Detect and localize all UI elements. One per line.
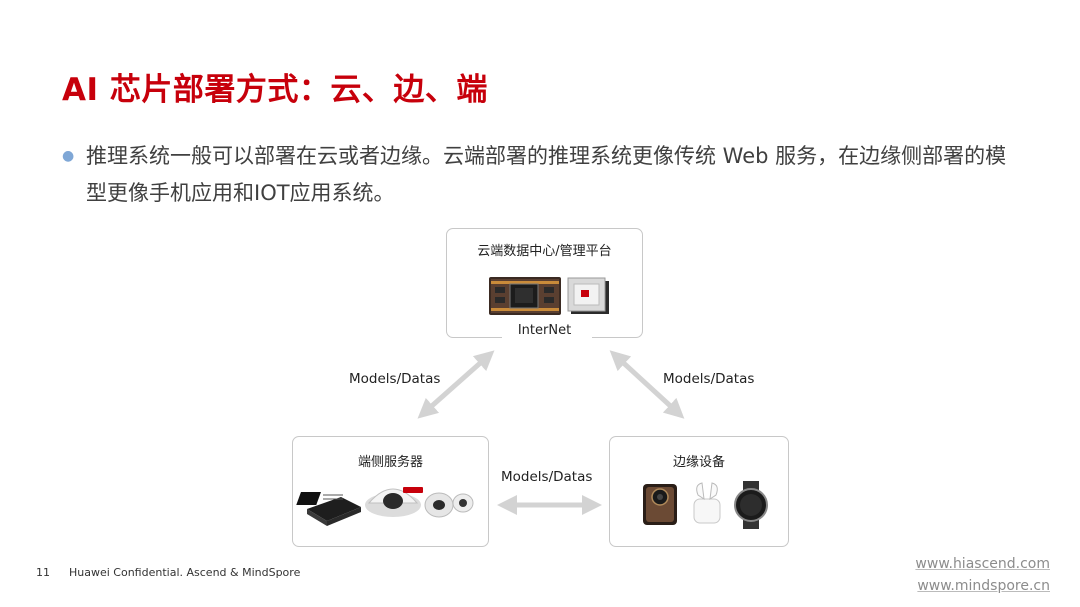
footer-link-hiascend[interactable]: www.hiascend.com <box>915 556 1050 572</box>
smartwatch-icon <box>734 481 768 529</box>
slide-title: AI 芯片部署方式：云、边、端 <box>62 72 488 108</box>
confidential-footer: Huawei Confidential. Ascend & MindSpore <box>69 566 301 579</box>
arrow-cloud-to-edge-device <box>609 350 685 419</box>
earbuds-icon <box>693 482 721 524</box>
arrow-cloud-to-edge-server <box>417 350 495 419</box>
edge-device-image <box>643 481 768 529</box>
edge-device-title: 边缘设备 <box>672 455 725 470</box>
internet-gap <box>502 333 592 345</box>
footer-link-mindspore[interactable]: www.mindspore.cn <box>917 578 1050 594</box>
internet-label: InterNet <box>517 323 572 338</box>
jetson-board-icon <box>296 492 361 526</box>
link-label-left: Models/Datas <box>349 371 441 387</box>
link-label-right: Models/Datas <box>663 371 755 387</box>
edge-server-title: 端侧服务器 <box>357 455 423 470</box>
bullet-text: 推理系统一般可以部署在云或者边缘。云端部署的推理系统更像传统 Web 服务，在边… <box>86 144 1007 205</box>
page-number: 11 <box>36 566 50 579</box>
bullet-camera-icon <box>424 492 474 518</box>
edge-server-image <box>296 487 474 526</box>
phone-icon <box>643 484 677 525</box>
chip-image <box>489 277 609 315</box>
cloud-datacenter-box: 云端数据中心/管理平台 InterNet <box>446 228 643 345</box>
cloud-title: 云端数据中心/管理平台 <box>477 244 612 259</box>
bullet-dot-icon: ● <box>62 148 75 164</box>
bullet-paragraph: ● 推理系统一般可以部署在云或者边缘。云端部署的推理系统更像传统 Web 服务，… <box>62 138 1022 212</box>
edge-server-box: 端侧服务器 <box>292 436 489 547</box>
link-label-bottom: Models/Datas <box>501 469 593 485</box>
edge-device-box: 边缘设备 <box>609 436 789 547</box>
ascend-chip-icon <box>567 277 609 314</box>
dome-camera-icon <box>365 487 423 517</box>
gpu-board-icon <box>489 277 561 315</box>
